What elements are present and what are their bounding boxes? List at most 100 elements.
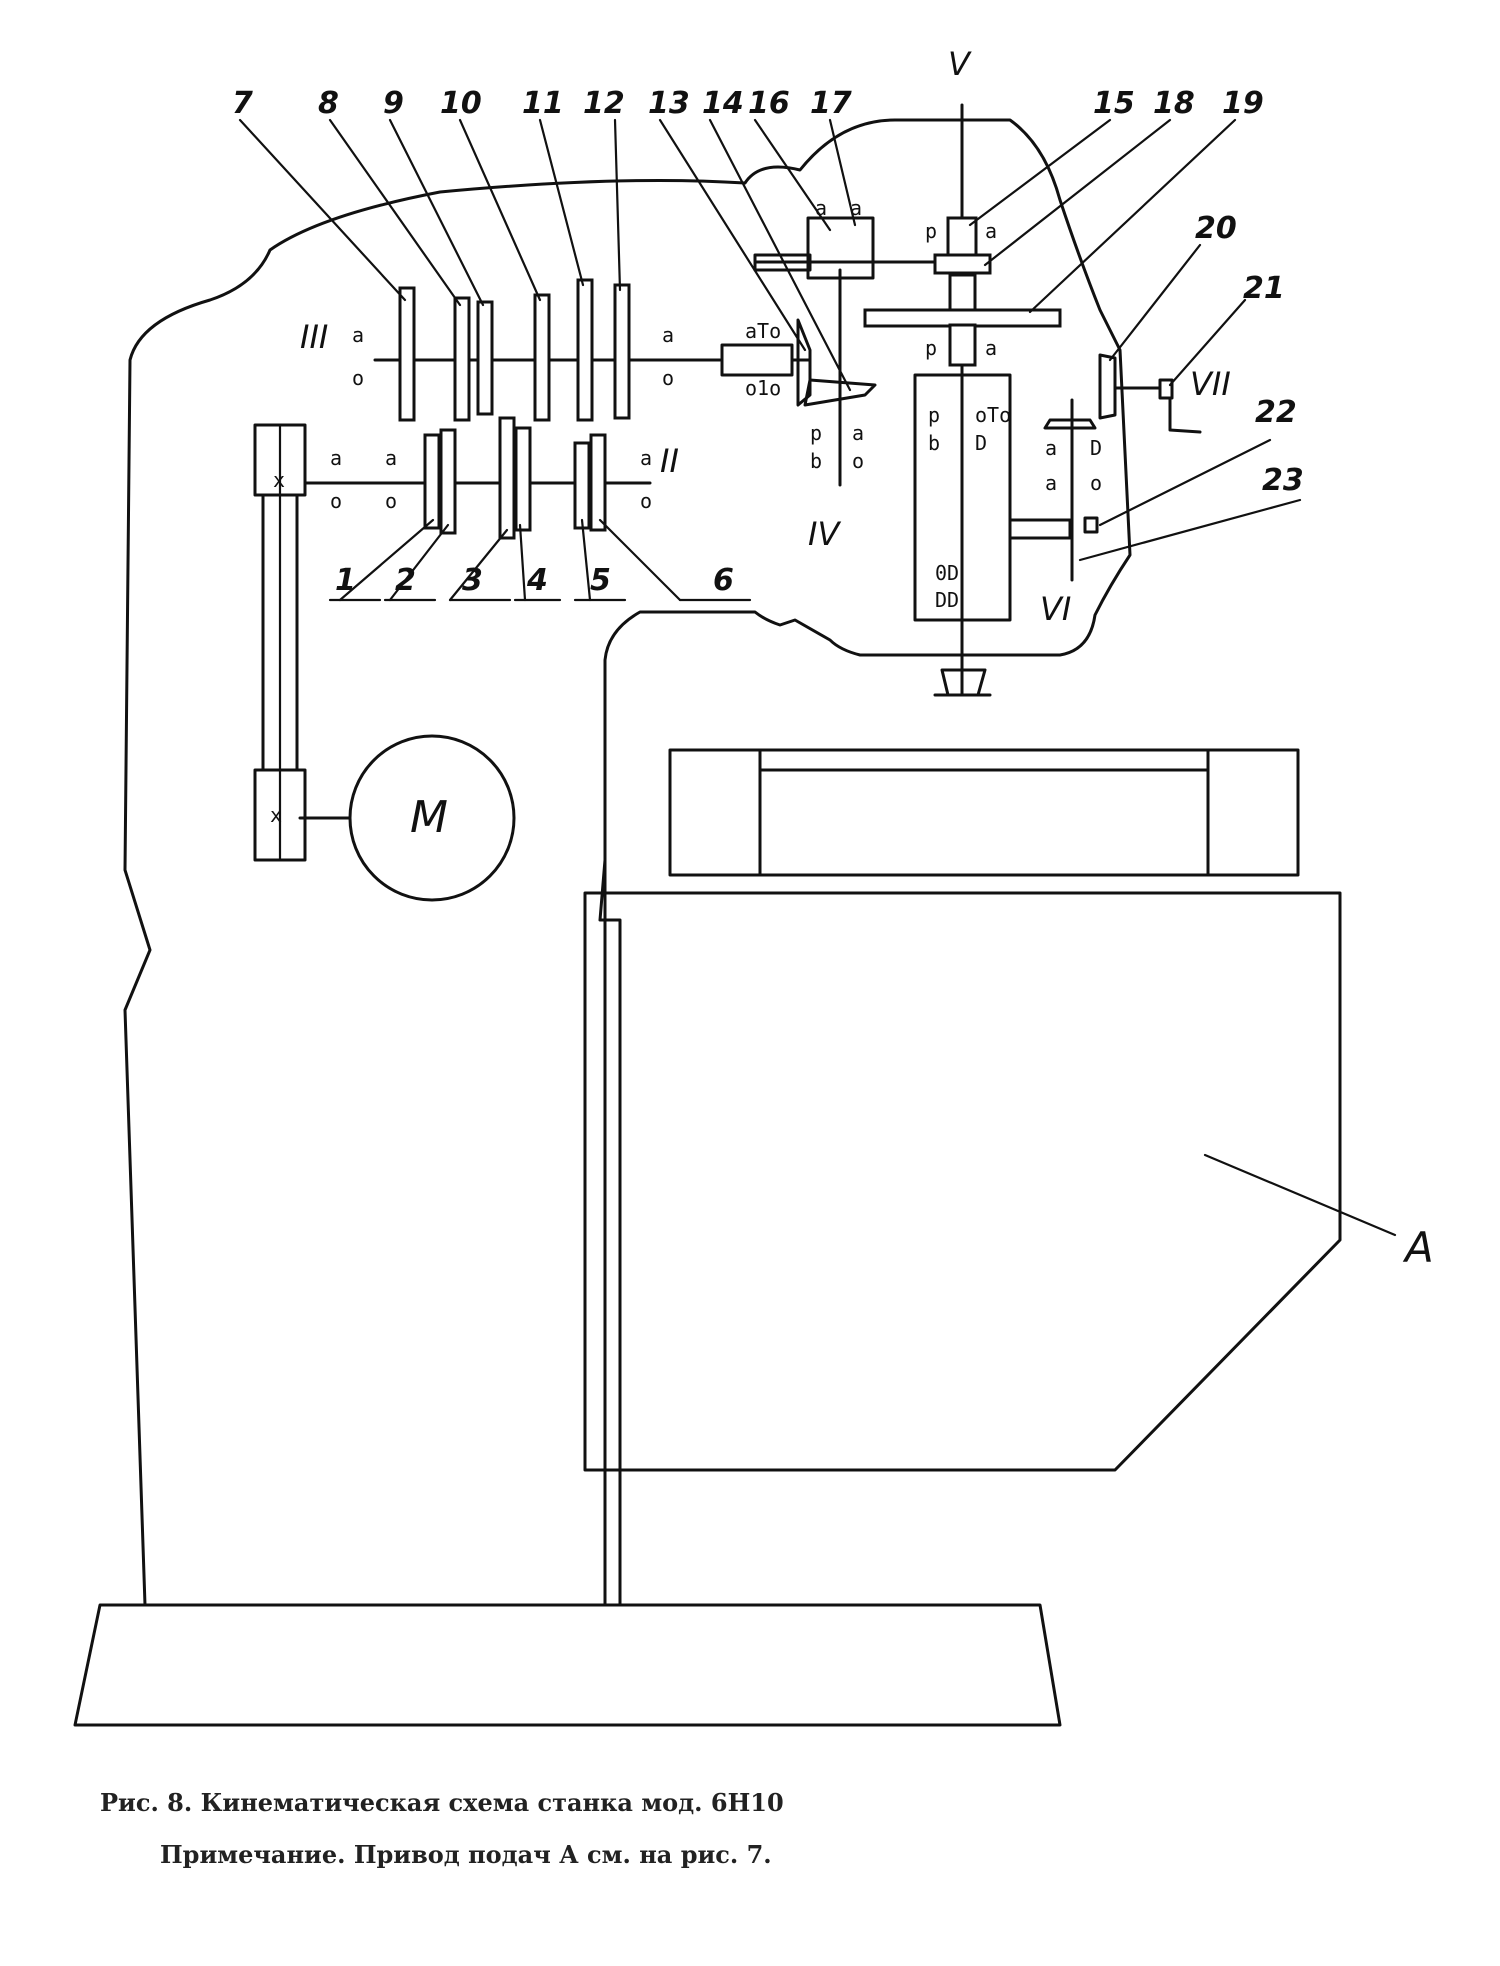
column-outline [123,118,1132,1607]
part-label-15: 15 [1093,86,1135,121]
pulley-mark-upper: x [273,468,285,492]
bearing-VI-3: a [1045,471,1057,495]
part-label-14: 14 [702,86,744,121]
bearing-III-4: o [662,366,674,390]
spindle-bearing-block [948,323,977,367]
gear-8 [453,296,471,422]
part-label-18: 18 [1153,86,1195,121]
part-label-12: 12 [583,86,625,121]
part-label-19: 19 [1222,86,1264,121]
part-label-16: 16 [748,86,790,121]
gear-3 [498,416,516,540]
bearing-IV-6: o [852,449,864,473]
pulley-mark-lower: x [270,803,282,827]
part-label-11: 11 [522,86,564,121]
gear-7 [398,286,416,422]
table-right-block [1206,748,1300,877]
bearing-V-4: a [985,336,997,360]
bearing-IV-4: a [852,421,864,445]
gear-11 [576,278,594,422]
shaft-label-IV: IV [808,515,841,553]
shaft-label-III: III [300,318,328,356]
bevel-gear-13 [796,318,812,407]
bearing-VI-1: a [1045,436,1057,460]
bearing-II-3: o [330,489,342,513]
bearing-IV-2: ο1ο [745,376,781,400]
gear-2 [439,428,457,535]
bearing-IV-3: p [810,421,822,445]
part-label-8: 8 [318,86,339,121]
part-label-17: 17 [810,86,852,121]
bearing-quill-2: oTo [975,403,1011,427]
bearing-II-6: o [640,489,652,513]
gear-5 [573,441,591,530]
bearing-VI-4: o [1090,471,1102,495]
table-left-block [668,748,762,877]
gear-18 [933,253,992,275]
shaft-label-VI: VI [1040,590,1071,628]
handwheel-crank [1168,396,1202,434]
gear-16-flange [753,253,812,272]
part-label-23: 23 [1262,463,1304,498]
gear-6 [589,433,607,532]
worm-22 [1083,516,1099,534]
gear-19-sleeve [948,273,977,317]
part-label-21: 21 [1243,271,1285,306]
bearing-II-1: a [330,446,342,470]
spindle-quill [913,373,1012,622]
column-inner-edge [598,858,622,1607]
rack [1008,518,1072,540]
bearing-IV-5: b [810,449,822,473]
part-label-1: 1 [335,563,356,598]
bevel-gear-20-lower [1043,418,1097,430]
table-top [758,748,1210,877]
knee-housing-A [583,891,1342,1472]
motor-label: M [410,792,448,843]
coupling-III-IV [720,343,794,377]
bearing-V-1: p [925,219,937,243]
bearing-III-3: a [662,323,674,347]
bearing-IV-1: aTo [745,319,781,343]
bearing-II-2: a [385,446,397,470]
gear-12 [613,283,631,420]
bearing-II-5: a [640,446,652,470]
part-label-9: 9 [383,86,404,121]
bearing-quill-1: p [928,403,940,427]
bevel-gear-14 [803,378,877,407]
gear-block-16-17 [806,216,875,280]
bearing-II-4: o [385,489,397,513]
figure-caption: Рис. 8. Кинематическая схема станка мод.… [100,1788,784,1817]
bearing-quill-4: D [975,431,987,455]
bearing-quill-6: DD [935,588,959,612]
gear-9 [476,300,494,416]
gear-4 [514,426,532,532]
part-label-20: 20 [1195,211,1237,246]
figure-note: Примечание. Привод подач А см. на рис. 7… [160,1840,772,1869]
unit-label-A: A [1402,1223,1434,1272]
leader-lines [238,118,1302,602]
shaft-label-II: II [660,442,679,480]
part-label-4: 4 [526,563,548,598]
machine-base [73,1603,1062,1727]
shaft-label-V: V [948,45,972,83]
gear-10 [533,293,551,422]
leader-A [1203,1153,1397,1237]
bearing-V-2: a [985,219,997,243]
bearing-quill-3: b [928,431,940,455]
bearing-V-3: p [925,336,937,360]
shaft-label-VII: VII [1190,365,1231,403]
gear-1 [423,433,441,530]
part-label-3: 3 [462,563,483,598]
handwheel-hub [1158,378,1174,400]
bevel-gear-20 [1098,353,1117,420]
part-label-5: 5 [590,563,611,598]
part-label-7: 7 [232,86,253,121]
bearing-III-1: a [352,323,364,347]
part-label-22: 22 [1255,395,1297,430]
bearing-III-2: o [352,366,364,390]
part-label-6: 6 [713,563,734,598]
part-label-2: 2 [395,563,416,598]
part-label-10: 10 [440,86,482,121]
